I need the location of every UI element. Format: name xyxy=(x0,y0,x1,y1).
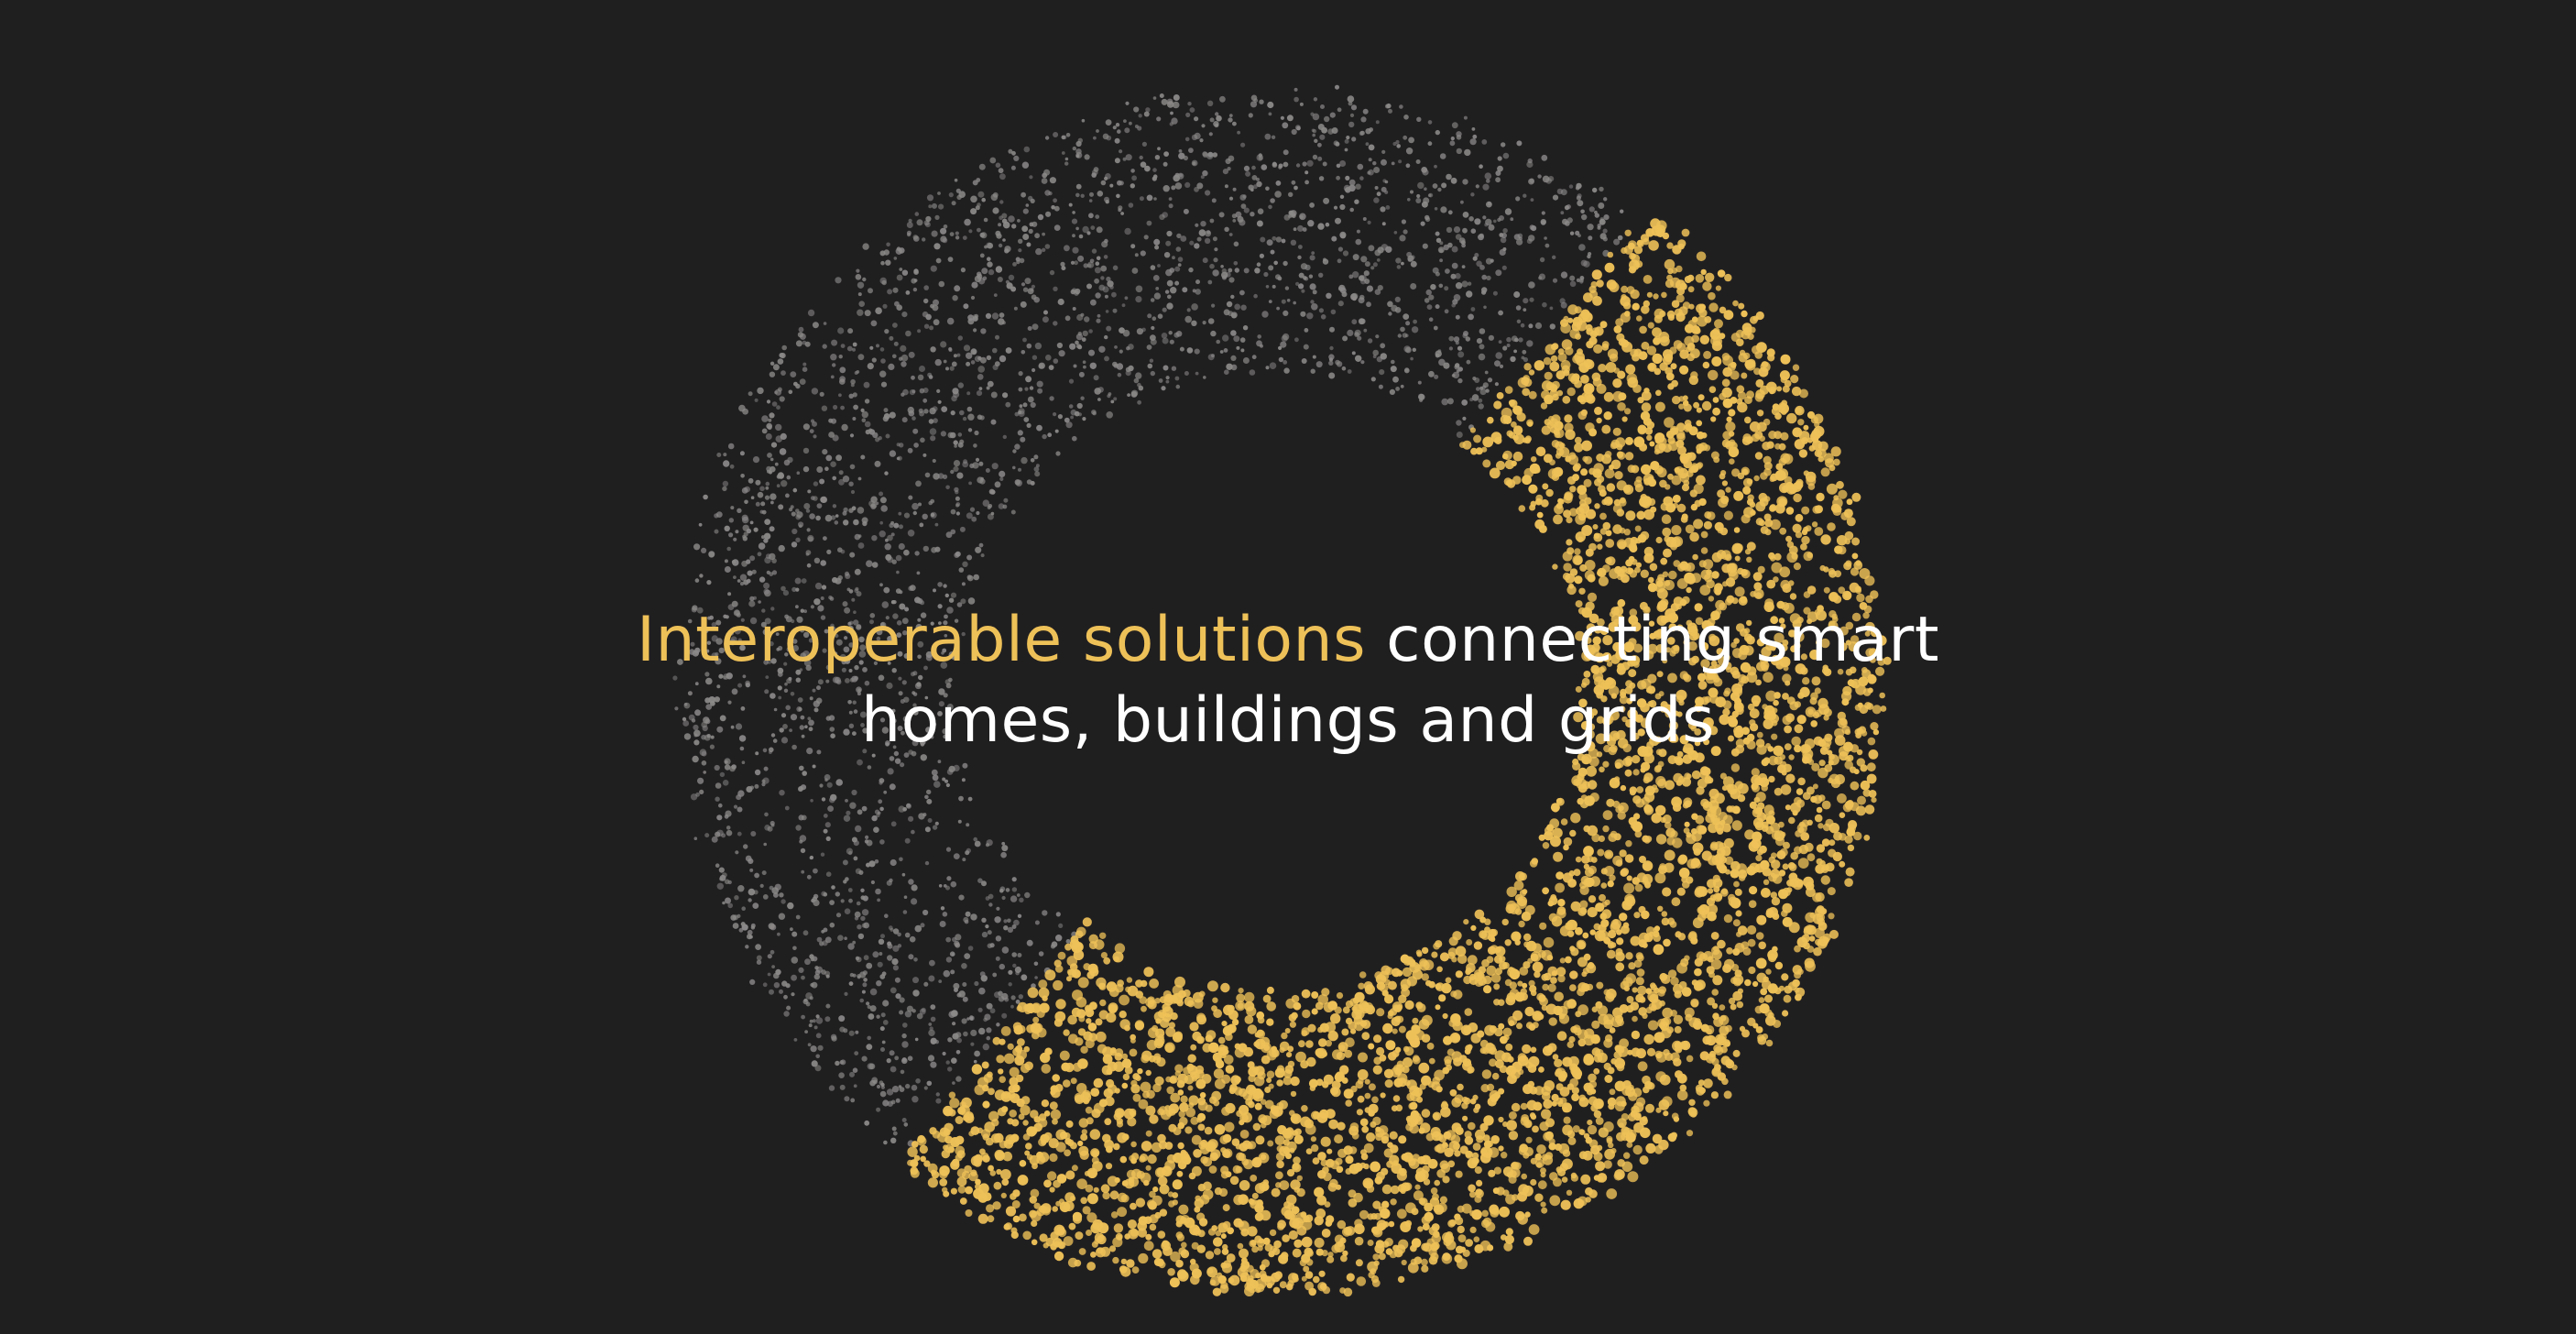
headline-line2: homes, buildings and grids xyxy=(861,684,1715,757)
ring-unfilled-dots xyxy=(672,84,1624,1147)
hero-headline: Interoperable solutions connecting smart… xyxy=(0,600,2576,761)
ring-filled-dots xyxy=(907,218,1892,1297)
headline-highlight: Interoperable solutions xyxy=(637,604,1367,676)
headline-rest-line1: connecting smart xyxy=(1366,604,1939,676)
